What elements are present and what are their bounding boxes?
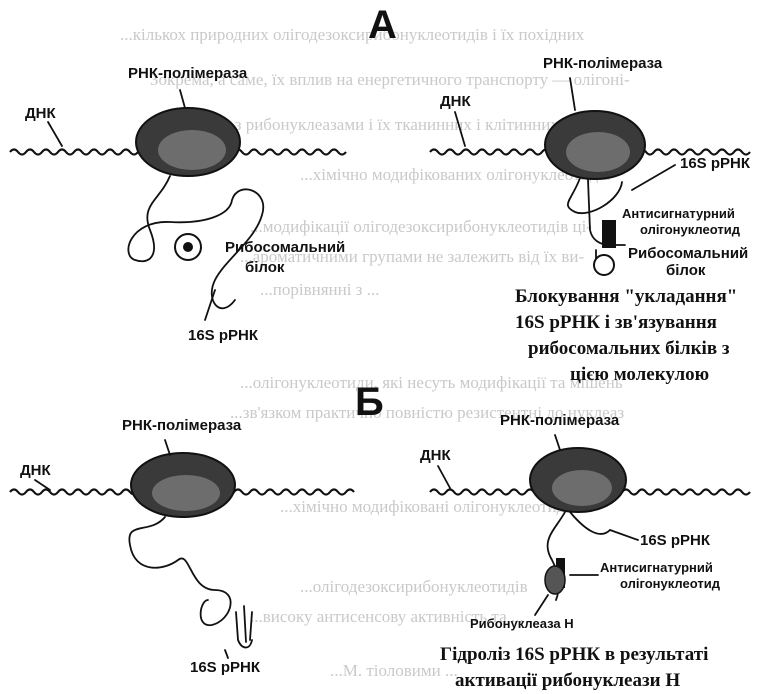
dna-label: ДНК [420, 447, 452, 464]
rna-polymerase-core [152, 475, 220, 511]
background-line: ...кількох природних олігодезоксирибонук… [120, 25, 585, 44]
dna-label: ДНК [20, 462, 52, 479]
rna-polymerase-core [158, 130, 226, 170]
panel-label-a: А [368, 3, 397, 47]
antisignature-label: Антисигнатурний [600, 560, 713, 575]
panel-b-right: РНК-полімераза ДНК 16S рРНК Антисигнатур… [420, 412, 750, 691]
ribosomal-protein-label: білок [245, 259, 285, 276]
ribosomal-protein-label: білок [666, 262, 706, 279]
ribosomal-protein-label: Рибосомальний [628, 245, 748, 262]
pointer-line [225, 650, 228, 658]
rna-polymerase-core [552, 470, 612, 506]
pointer-line [35, 480, 50, 490]
panel-b-left: РНК-полімераза ДНК 16S рРНК [10, 417, 354, 676]
caption-line: цією молекулою [570, 364, 709, 385]
rnase-h-label: Рибонуклеаза Н [470, 616, 574, 631]
pointer-line [610, 530, 638, 540]
background-line: ...порівнянні з ... [260, 280, 379, 299]
background-line: ...хімічно модифіковані олігонуклеотиди [280, 497, 574, 516]
rrna-16s-label: 16S рРНК [680, 155, 751, 172]
caption-line: Гідроліз 16S рРНК в результаті [440, 644, 708, 665]
pointer-line [165, 440, 170, 455]
rna-polymerase-label: РНК-полімераза [500, 412, 620, 429]
pointer-line [438, 466, 450, 488]
dna-label: ДНК [440, 93, 472, 110]
rna-polymerase-core [566, 132, 630, 172]
pointer-line [205, 290, 215, 320]
caption-line: Блокування "укладання" [515, 286, 737, 307]
antisignature-label: олігонуклеотид [620, 576, 721, 591]
panel-label-b: Б [355, 380, 384, 424]
pointer-line [48, 122, 62, 146]
pointer-line [535, 595, 548, 615]
dna-label: ДНК [25, 105, 57, 122]
rrna-16s-label: 16S рРНК [640, 532, 711, 549]
rna-polymerase-label: РНК-полімераза [543, 55, 663, 72]
rrna-16s-label: 16S рРНК [188, 327, 259, 344]
caption-line: активації рибонуклеази Н [455, 670, 680, 691]
panel-a-left: РНК-полімераза ДНК Рибосомальний білок 1… [10, 65, 346, 344]
rrna-16s-label: 16S рРНК [190, 659, 261, 676]
pointer-line [180, 90, 185, 108]
rna-polymerase-label: РНК-полімераза [122, 417, 242, 434]
background-line: ...модифікації олігодезоксирибонуклеотид… [250, 217, 592, 236]
pointer-line [632, 165, 675, 190]
antisignature-oligo-shape [602, 220, 616, 248]
caption-line: рибосомальних білків з [528, 338, 730, 359]
ribosomal-protein-label: Рибосомальний [225, 239, 345, 256]
rna-polymerase-label: РНК-полімераза [128, 65, 248, 82]
antisignature-label: олігонуклеотид [640, 222, 741, 237]
background-line: ...М. тіоловими ... [330, 661, 458, 680]
ribosomal-protein-core [183, 242, 193, 252]
caption-line: 16S рРНК і зв'язування [515, 312, 717, 333]
background-line: ...олігодезоксирибонуклеотидів [300, 577, 528, 596]
background-line: ...олігонуклеотиди, які несуть модифікац… [240, 373, 623, 392]
pointer-line [555, 435, 560, 450]
ribosomal-protein-shape [594, 255, 614, 275]
rnase-h-shape [545, 566, 565, 594]
rrna-strand [129, 517, 230, 625]
antisignature-label: Антисигнатурний [622, 206, 735, 221]
